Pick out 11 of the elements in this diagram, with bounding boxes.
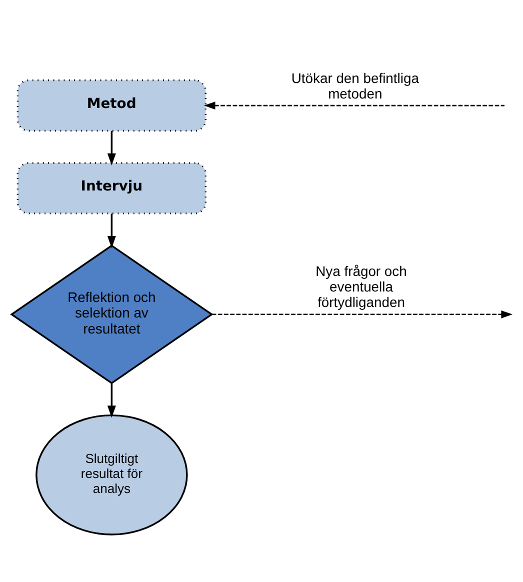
arrow [212,310,513,318]
arrow [107,383,116,418]
node-box: Metod [16,79,207,132]
arrow [107,130,116,166]
edge-label: Nya frågor och eventuella förtydliganden [316,262,407,310]
edge-label: Utökar den befintliga metoden [291,70,419,102]
node-diamond: Reflektion och selektion av resultatet [10,244,214,384]
arrow [107,214,116,248]
node-box: Intervju [16,162,207,214]
node-ellipse: Slutgiltigt resultat för analys [36,414,188,536]
arrow [204,102,504,110]
